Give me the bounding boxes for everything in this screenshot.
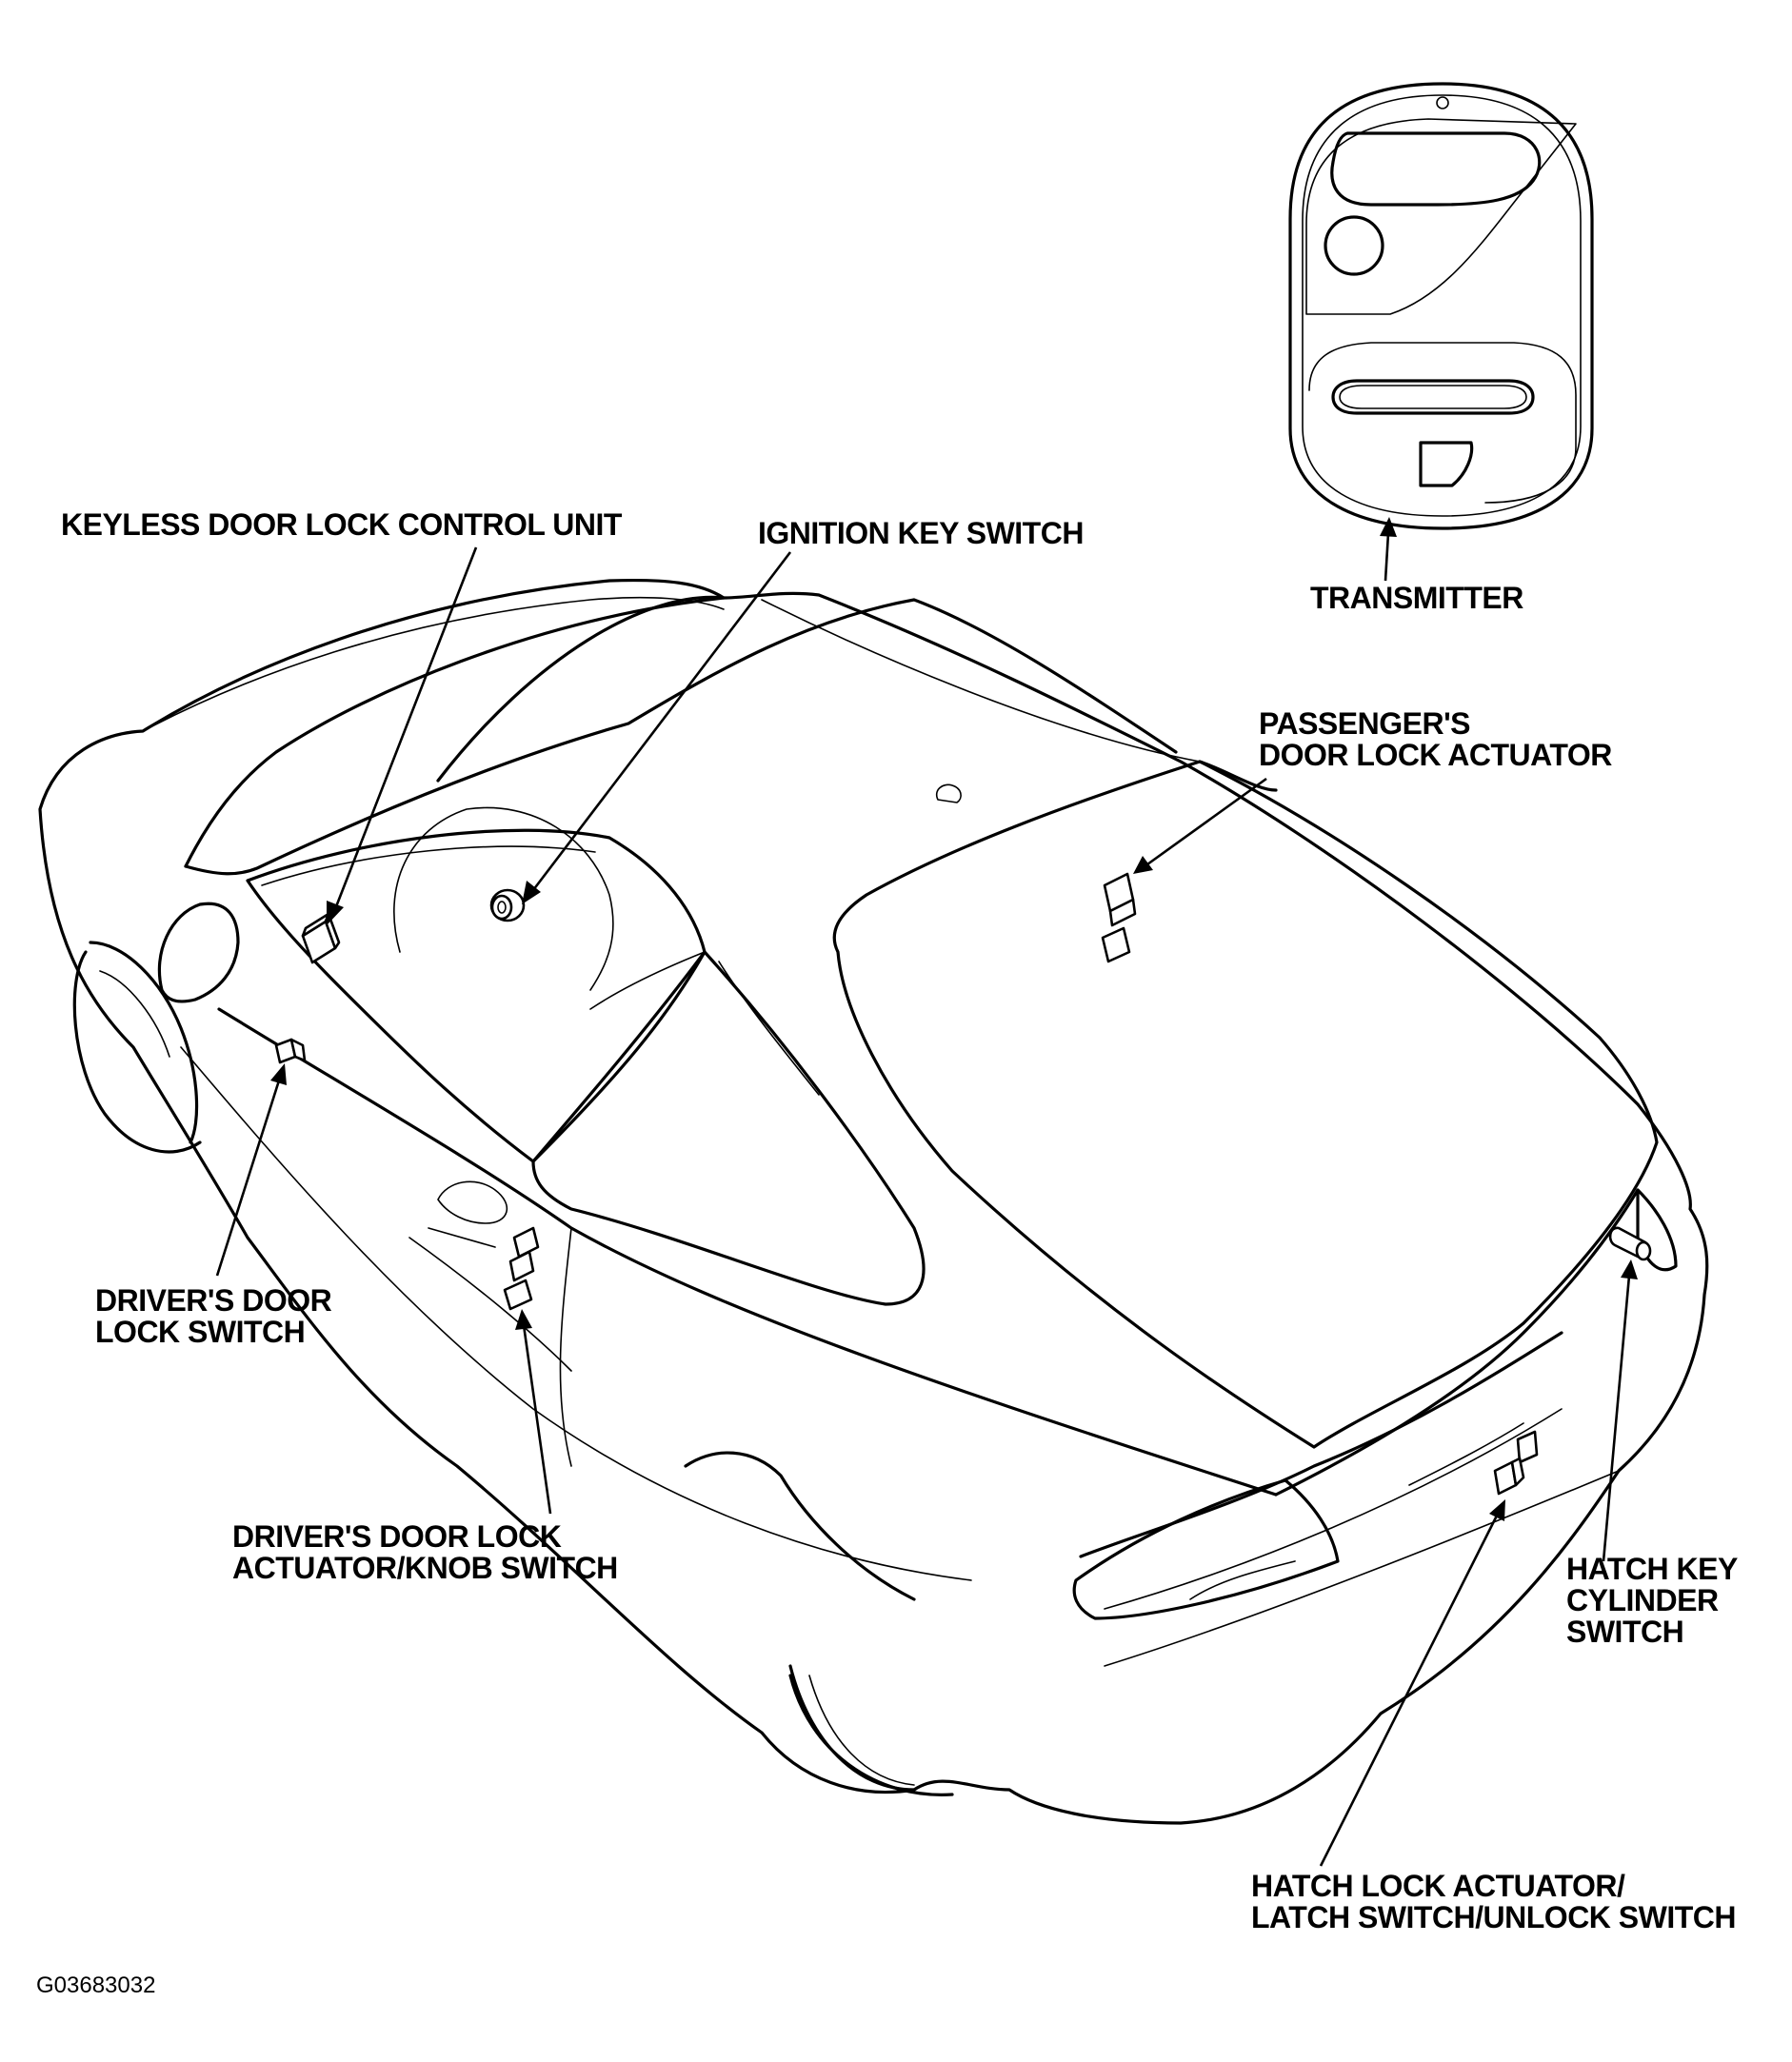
ignition-key-switch-part [489,888,526,922]
label-hatch-key-cylinder-switch: HATCH KEY CYLINDER SWITCH [1566,1552,1738,1649]
figure-id: G03683032 [36,1973,156,1998]
component-parts [274,872,1652,1496]
driver-door-lock-actuator-part [503,1226,540,1311]
leader-lines [215,517,1638,1867]
label-ignition-key-switch: IGNITION KEY SWITCH [758,516,1084,550]
label-drivers-door-lock-switch: DRIVER'S DOOR LOCK SWITCH [95,1283,332,1349]
label-drivers-door-lock-actuator-knob-switch: DRIVER'S DOOR LOCK ACTUATOR/KNOB SWITCH [232,1519,618,1585]
vehicle-body-illustration [38,578,1709,1825]
transmitter-fob-illustration [1288,82,1594,530]
label-passengers-door-lock-actuator: PASSENGER'S DOOR LOCK ACTUATOR [1259,706,1612,772]
passenger-door-lock-actuator-part [1101,872,1137,963]
label-keyless-door-lock-control-unit: KEYLESS DOOR LOCK CONTROL UNIT [61,507,622,542]
label-hatch-lock-actuator-latch-unlock-switch: HATCH LOCK ACTUATOR/ LATCH SWITCH/UNLOCK… [1251,1869,1737,1934]
driver-door-lock-switch-part [274,1038,307,1064]
hatch-lock-actuator-part [1493,1430,1539,1496]
label-transmitter: TRANSMITTER [1310,581,1523,615]
hatch-key-cylinder-part [1608,1226,1652,1261]
